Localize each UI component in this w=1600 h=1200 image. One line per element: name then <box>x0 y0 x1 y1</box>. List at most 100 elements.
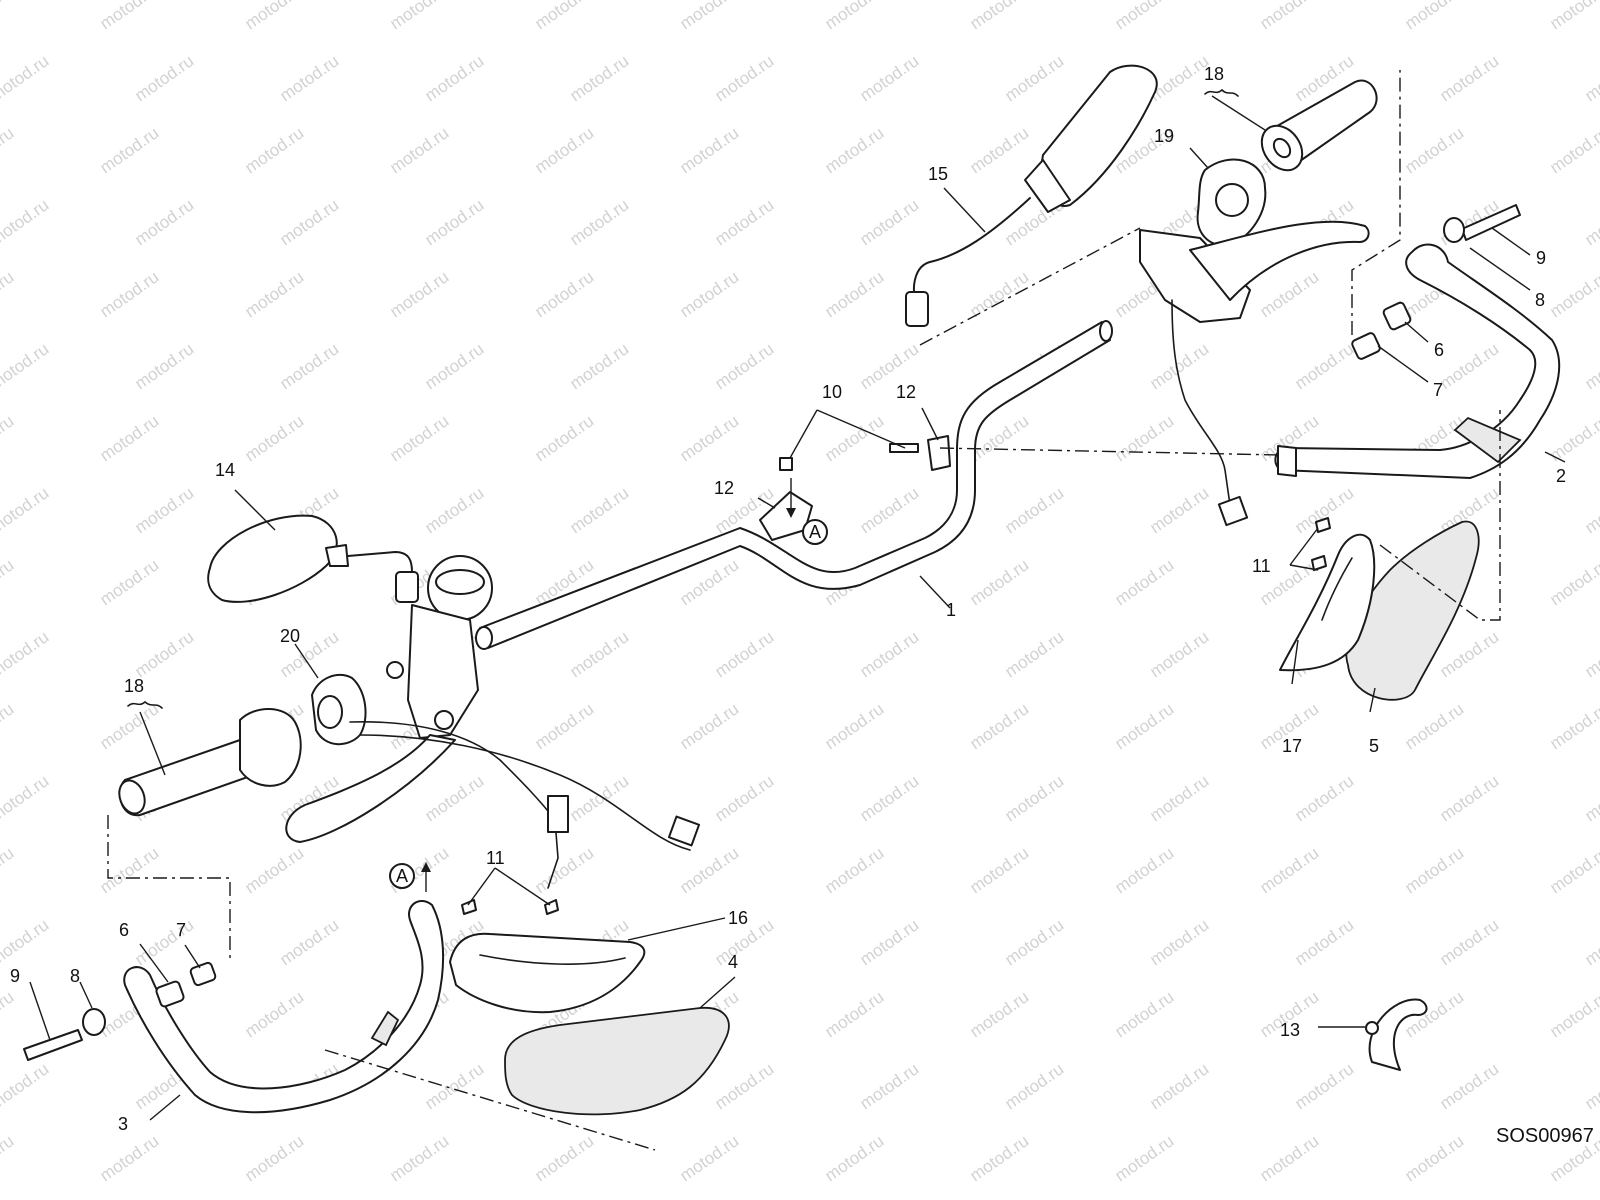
watermark-text: motod.ru <box>0 699 17 753</box>
left-handguard-bolt-part <box>23 1029 83 1061</box>
lever-adjuster-part <box>386 661 404 679</box>
indicator-screw-part <box>461 517 1331 915</box>
watermark-text: motod.ru <box>421 1059 487 1113</box>
watermark-text: motod.ru <box>531 699 597 753</box>
watermark-text: motod.ru <box>676 123 742 177</box>
watermark-text: motod.ru <box>241 123 307 177</box>
watermark-text: motod.ru <box>1401 843 1467 897</box>
watermark-text: motod.ru <box>241 0 307 33</box>
watermark-text: motod.ru <box>276 339 342 393</box>
watermark-text: motod.ru <box>0 0 17 33</box>
watermark-text: motod.ru <box>1581 771 1600 825</box>
watermark-text: motod.ru <box>96 699 162 753</box>
watermark-text: motod.ru <box>131 195 197 249</box>
watermark-text: motod.ru <box>676 267 742 321</box>
callout-18-left: 18 <box>124 676 144 696</box>
watermark-text: motod.ru <box>821 0 887 33</box>
riser-clamp-part <box>759 435 951 541</box>
watermark-text: motod.ru <box>1291 1059 1357 1113</box>
left-switch-housing-part <box>311 673 367 746</box>
watermark-text: motod.ru <box>421 483 487 537</box>
watermark-text: motod.ru <box>1546 555 1600 609</box>
watermark-text: motod.ru <box>821 267 887 321</box>
watermark-text: motod.ru <box>1256 0 1322 33</box>
watermark-text: motod.ru <box>966 699 1032 753</box>
watermark-text: motod.ru <box>566 195 632 249</box>
callout-8-right: 8 <box>1535 290 1545 310</box>
callout-labels: 1 2 3 4 5 6 6 7 7 8 8 9 9 10 11 11 12 12… <box>10 64 1566 1134</box>
drawing-code: SOS00967 <box>1496 1125 1594 1147</box>
callout-1: 1 <box>946 600 956 620</box>
watermark-text: motod.ru <box>0 627 52 681</box>
watermark-text: motod.ru <box>676 843 742 897</box>
watermark-text: motod.ru <box>1001 771 1067 825</box>
watermark-text: motod.ru <box>1436 51 1502 105</box>
watermark-text: motod.ru <box>1146 627 1212 681</box>
watermark-text: motod.ru <box>531 411 597 465</box>
right-deflector-part <box>1345 520 1480 701</box>
cable-tie-part <box>1365 998 1428 1071</box>
watermark-text: motod.ru <box>1546 267 1600 321</box>
watermark-text: motod.ru <box>566 339 632 393</box>
watermark-text: motod.ru <box>386 411 452 465</box>
callout-6-right: 6 <box>1434 340 1444 360</box>
callout-12-left: 12 <box>714 478 734 498</box>
watermark-text: motod.ru <box>1146 483 1212 537</box>
right-handguard-bolt-part <box>1459 204 1521 241</box>
watermark-text: motod.ru <box>1256 1131 1322 1185</box>
watermark-text: motod.ru <box>241 411 307 465</box>
watermark-text: motod.ru <box>566 771 632 825</box>
watermark-text: motod.ru <box>386 0 452 33</box>
watermark-text: motod.ru <box>711 771 777 825</box>
watermark-text: motod.ru <box>1256 267 1322 321</box>
watermark-text: motod.ru <box>276 915 342 969</box>
watermark-text: motod.ru <box>386 123 452 177</box>
watermark-text: motod.ru <box>131 339 197 393</box>
callout-17: 17 <box>1282 736 1302 756</box>
watermark-text: motod.ru <box>676 699 742 753</box>
right-lever-assembly-part <box>1139 220 1370 527</box>
watermark-text: motod.ru <box>1001 1059 1067 1113</box>
watermark-text: motod.ru <box>131 627 197 681</box>
watermark-text: motod.ru <box>531 123 597 177</box>
watermark-text: motod.ru <box>0 771 52 825</box>
watermark-text: motod.ru <box>1001 51 1067 105</box>
left-mirror-part <box>207 514 419 603</box>
watermark-text: motod.ru <box>1111 987 1177 1041</box>
watermark-text: motod.ru <box>1581 195 1600 249</box>
watermark-text: motod.ru <box>1001 627 1067 681</box>
callout-15: 15 <box>928 164 948 184</box>
watermark-text: motod.ru <box>1256 843 1322 897</box>
callout-8-left: 8 <box>70 966 80 986</box>
watermark-text: motod.ru <box>821 1131 887 1185</box>
watermark-text: motod.ru <box>241 987 307 1041</box>
callout-12-right: 12 <box>896 382 916 402</box>
watermark-text: motod.ru <box>131 51 197 105</box>
watermark-text: motod.ru <box>131 915 197 969</box>
watermark-text: motod.ru <box>1546 843 1600 897</box>
watermark-text: motod.ru <box>0 339 52 393</box>
watermark-text: motod.ru <box>1146 771 1212 825</box>
watermark-text: motod.ru <box>1401 0 1467 33</box>
watermark-text: motod.ru <box>421 51 487 105</box>
watermark-text: motod.ru <box>421 339 487 393</box>
watermark-text: motod.ru <box>1291 771 1357 825</box>
watermark-text: motod.ru <box>0 195 52 249</box>
watermark-text: motod.ru <box>421 771 487 825</box>
watermark-text: motod.ru <box>1111 699 1177 753</box>
watermark-text: motod.ru <box>1436 339 1502 393</box>
watermark-text: motod.ru <box>821 123 887 177</box>
watermark-text: motod.ru <box>821 411 887 465</box>
watermark-text: motod.ru <box>421 195 487 249</box>
watermark-text: motod.ru <box>531 0 597 33</box>
watermark-text: motod.ru <box>966 123 1032 177</box>
watermark-text: motod.ru <box>711 195 777 249</box>
watermark-text: motod.ru <box>96 555 162 609</box>
assembly-lines <box>107 70 1501 1151</box>
section-marker-a-upper: A <box>786 478 828 545</box>
callout-11-left: 11 <box>486 848 505 868</box>
watermark-text: motod.ru <box>966 843 1032 897</box>
callout-9-right: 9 <box>1536 248 1546 268</box>
callout-7-right: 7 <box>1433 380 1443 400</box>
watermark-text: motod.ru <box>1401 699 1467 753</box>
